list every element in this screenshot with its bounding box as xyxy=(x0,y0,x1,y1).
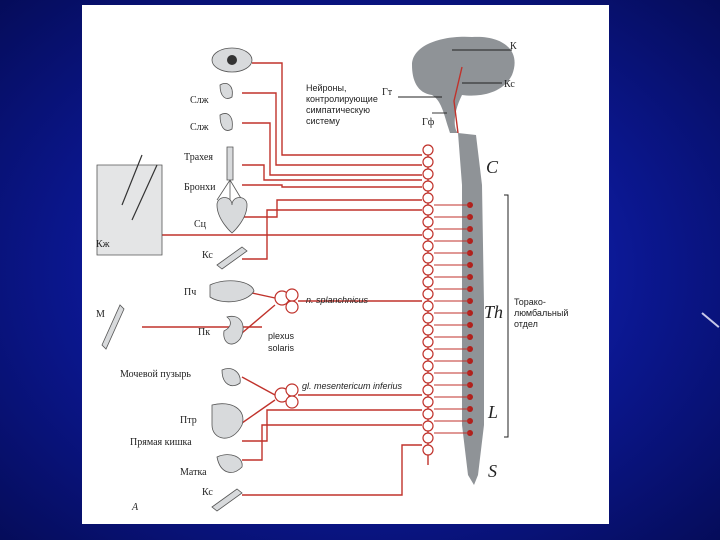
plexus-line-1: plexus xyxy=(268,331,295,341)
label-mesentericum: gl. mesentericum inferius xyxy=(302,381,403,391)
chain-ganglion xyxy=(422,396,434,408)
thoraco-bracket xyxy=(504,194,509,438)
label-kzh: Кж xyxy=(96,239,110,250)
chain-ganglion xyxy=(422,444,434,456)
chain-ganglion xyxy=(422,360,434,372)
bladder-icon xyxy=(221,368,241,387)
label-pch: Пч xyxy=(184,287,196,298)
celiac-ganglion xyxy=(274,288,299,314)
chain-ganglion xyxy=(422,156,434,168)
thoraco-line-3: отдел xyxy=(514,319,538,329)
chain-ganglion xyxy=(422,420,434,432)
chain-ganglion xyxy=(422,168,434,180)
label-slzh-1: Слж xyxy=(190,95,209,106)
chain-ganglion xyxy=(422,408,434,420)
region-c: C xyxy=(486,157,499,177)
uterus-icon xyxy=(216,454,243,473)
nerve-fibers xyxy=(142,62,422,496)
brain xyxy=(412,36,515,133)
region-th: Th xyxy=(484,302,503,322)
sympathetic-nervous-system-diagram: К Кс Гт Гф Нейроны, контролирующие симпа… xyxy=(82,5,609,524)
chain-ganglion xyxy=(422,372,434,384)
chain-ganglion xyxy=(422,336,434,348)
chain-ganglion xyxy=(422,384,434,396)
vessel-1-icon xyxy=(216,246,248,270)
label-gt: Гт xyxy=(382,87,393,98)
plexus-line-2: solaris xyxy=(268,343,295,353)
heart-icon xyxy=(216,197,248,234)
chain-ganglion xyxy=(422,204,434,216)
intestine-icon xyxy=(211,403,244,439)
label-uterus: Матка xyxy=(180,467,207,478)
label-bladder: Мочевой пузырь xyxy=(120,369,191,380)
label-pk: Пк xyxy=(198,327,210,338)
chain-ganglion xyxy=(422,288,434,300)
chain-ganglion xyxy=(422,276,434,288)
label-slzh-2: Слж xyxy=(190,122,209,133)
salivary-gland-2-icon xyxy=(219,113,233,131)
chain-ganglion xyxy=(422,228,434,240)
chain-ganglion xyxy=(422,180,434,192)
chain-ganglion xyxy=(422,240,434,252)
label-rectum: Прямая кишка xyxy=(130,437,192,448)
chain-ganglion xyxy=(422,216,434,228)
label-trachea: Трахея xyxy=(184,152,213,163)
mesenteric-ganglion xyxy=(274,383,299,409)
neurons-line-4: систему xyxy=(306,116,340,126)
chain-ganglion xyxy=(422,264,434,276)
muscle-icon xyxy=(101,304,125,350)
chain-ganglion xyxy=(422,192,434,204)
neurons-line-2: контролирующие xyxy=(306,94,378,104)
figure-letter: А xyxy=(131,502,139,513)
chain-ganglion xyxy=(422,300,434,312)
trachea-icon xyxy=(226,146,234,181)
label-gf: Гф xyxy=(422,117,435,128)
spinal-segments xyxy=(434,202,473,436)
organ-icons xyxy=(96,47,255,512)
thoraco-line-2: люмбальный xyxy=(514,308,568,318)
label-bronchi: Бронхи xyxy=(184,182,216,193)
chain-ganglion xyxy=(422,348,434,360)
label-kc-1: Кс xyxy=(202,250,213,261)
label-kc-brain: Кс xyxy=(504,79,515,90)
neurons-line-3: симпатическую xyxy=(306,105,370,115)
hypothalamus-tract xyxy=(453,66,463,134)
label-ptr: Птр xyxy=(180,415,197,426)
chain-ganglion xyxy=(422,432,434,444)
decorative-line xyxy=(701,312,720,328)
kidney-icon xyxy=(223,315,244,345)
label-m: М xyxy=(96,309,105,320)
salivary-gland-1-icon xyxy=(219,83,233,99)
hair-icon xyxy=(121,154,158,221)
label-sc: Сц xyxy=(194,219,207,230)
label-kc-2: Кс xyxy=(202,487,213,498)
chain-ganglion xyxy=(422,324,434,336)
chain-ganglion xyxy=(422,312,434,324)
liver-icon xyxy=(209,280,255,303)
thoraco-line-1: Торако- xyxy=(514,297,546,307)
sympathetic-chain xyxy=(422,144,434,465)
neurons-line-1: Нейроны, xyxy=(306,83,346,93)
skin-section-icon xyxy=(96,164,163,256)
region-s: S xyxy=(488,461,497,481)
label-k: К xyxy=(510,41,517,52)
region-l: L xyxy=(487,402,498,422)
diagram-svg: К Кс Гт Гф Нейроны, контролирующие симпа… xyxy=(96,36,568,513)
chain-ganglion xyxy=(422,144,434,156)
eye-pupil-icon xyxy=(227,55,237,65)
label-splanchnicus: n. splanchnicus xyxy=(306,295,369,305)
vessel-2-icon xyxy=(211,488,243,512)
chain-ganglion xyxy=(422,252,434,264)
